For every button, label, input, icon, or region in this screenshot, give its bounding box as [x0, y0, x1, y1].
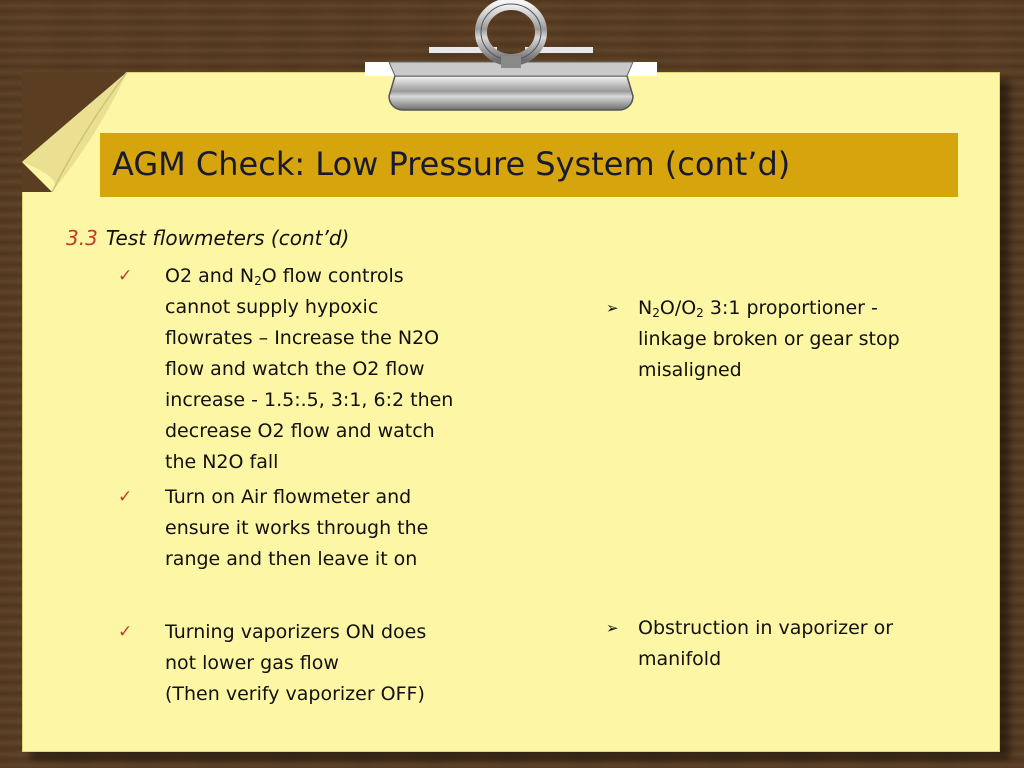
arrow-item-line: linkage broken or gear stop [638, 328, 900, 350]
arrow-item-text: N2O/O2 3:1 proportioner - linkage broken… [638, 293, 968, 386]
arrow-bullet-icon: ➢ [606, 299, 619, 317]
slide-title: AGM Check: Low Pressure System (cont’d) [112, 145, 791, 183]
arrow-item-line: Obstruction in vaporizer or [638, 617, 894, 639]
section-label: Test flowmeters (cont’d) [105, 226, 350, 250]
section-number: 3.3 [66, 226, 98, 250]
folded-corner [22, 72, 128, 192]
section-heading: 3.3 Test flowmeters (cont’d) [66, 226, 349, 250]
check-item-line: flow and watch the O2 flow [165, 358, 425, 380]
check-item-text: O2 and N2O flow controls cannot supply h… [165, 261, 545, 478]
check-item-text: Turn on Air flowmeter and ensure it work… [165, 482, 545, 575]
check-item-line: Turning vaporizers ON does [165, 621, 427, 643]
check-item-line: O2 and N2O flow controls [165, 265, 404, 288]
check-item-line: increase - 1.5:.5, 3:1, 6:2 then [165, 389, 454, 411]
check-item-text: Turning vaporizers ON does not lower gas… [165, 617, 545, 710]
checkmark-icon: ✓ [118, 487, 133, 507]
arrow-item-line: N2O/O2 3:1 proportioner - [638, 297, 878, 320]
arrow-item-line: manifold [638, 648, 722, 670]
check-item-line: ensure it works through the [165, 517, 429, 539]
check-item-line: range and then leave it on [165, 548, 418, 570]
check-item-line: the N2O fall [165, 451, 279, 473]
arrow-item-text: Obstruction in vaporizer or manifold [638, 613, 968, 675]
check-item-line: Turn on Air flowmeter and [165, 486, 412, 508]
clipboard-clip-icon [365, 0, 657, 111]
check-item-line: flowrates – Increase the N2O [165, 327, 440, 349]
checkmark-icon: ✓ [118, 266, 133, 286]
check-item-line: decrease O2 flow and watch [165, 420, 435, 442]
check-item-line: (Then verify vaporizer OFF) [165, 683, 425, 705]
arrow-bullet-icon: ➢ [606, 619, 619, 637]
checkmark-icon: ✓ [118, 622, 133, 642]
check-item-line: not lower gas flow [165, 652, 339, 674]
arrow-item-line: misaligned [638, 359, 742, 381]
title-bar [100, 133, 958, 197]
check-item-line: cannot supply hypoxic [165, 296, 379, 318]
